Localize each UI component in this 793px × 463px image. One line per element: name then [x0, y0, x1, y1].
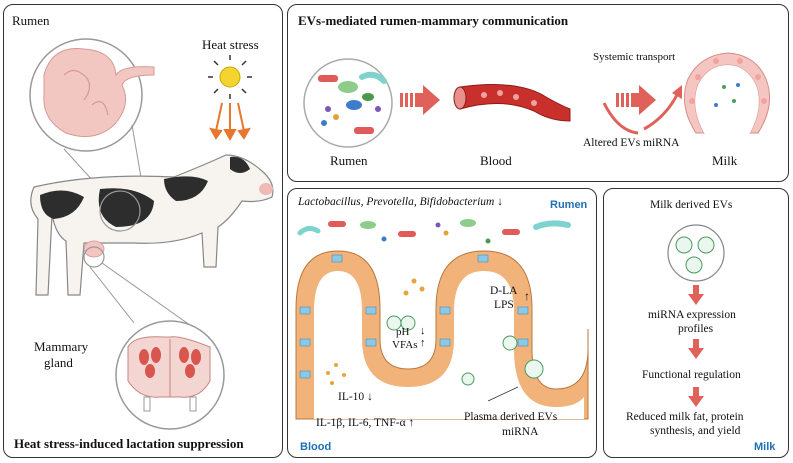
top-title: EVs-mediated rumen-mammary communication	[298, 13, 569, 28]
mammary-label-line2: gland	[44, 355, 73, 370]
dla-lps-arrow: ↑	[524, 289, 530, 303]
mammary-gland-icon	[127, 336, 211, 412]
left-caption: Heat stress-induced lactation suppressio…	[14, 436, 244, 451]
top-blood-label: Blood	[480, 153, 512, 168]
gut-microbe-icons	[297, 219, 571, 244]
milk-alveolus-icon	[683, 52, 771, 134]
blood-vessel-icon	[453, 84, 571, 122]
top-panel: EVs-mediated rumen-mammary communication…	[287, 4, 789, 182]
step3-line1: Reduced milk fat, protein	[626, 411, 744, 423]
step1-line1: miRNA expression	[648, 309, 736, 321]
left-illustration	[29, 38, 274, 430]
dla-label: D-LA	[490, 285, 518, 297]
right-illustration	[667, 224, 725, 407]
arrow-blood-to-milk-icon	[616, 85, 656, 115]
step2-label: Functional regulation	[642, 369, 741, 381]
ph-label: pH	[396, 326, 410, 338]
cow-rumen-highlight	[99, 190, 141, 232]
cytokines-label: IL-1β, IL-6, TNF-α ↑	[316, 417, 415, 429]
altered-evs-label: Altered EVs miRNA	[583, 137, 680, 149]
systemic-transport-label: Systemic transport	[593, 51, 676, 63]
arrow-rumen-to-blood-icon	[400, 85, 440, 115]
plasma-line2: miRNA	[502, 426, 539, 438]
bacteria-label: Lactobacillus, Prevotella, Bifidobacteri…	[298, 196, 503, 208]
top-illustration	[303, 52, 771, 148]
lps-label: LPS	[494, 299, 514, 311]
cow-icon	[30, 154, 274, 296]
microbe-icons	[318, 71, 387, 134]
heat-stress-label: Heat stress	[202, 37, 259, 52]
bacteria-down-arrow: ↓	[497, 196, 503, 208]
bacteria-names: Lactobacillus, Prevotella, Bifidobacteri…	[298, 196, 495, 208]
blood-tag: Blood	[300, 441, 332, 453]
il10-label: IL-10 ↓	[338, 391, 373, 403]
vfa-label: VFAs	[392, 339, 418, 351]
milk-evs-label: Milk derived EVs	[650, 199, 733, 211]
gut-illustration	[295, 219, 589, 420]
top-milk-label: Milk	[712, 153, 738, 168]
top-rumen-label: Rumen	[330, 153, 368, 168]
step3-line2: synthesis, and yield	[650, 425, 741, 437]
cow-udder-highlight	[83, 246, 105, 268]
sun-icon	[208, 55, 252, 99]
right-panel: Milk derived EVs miRNA expression profil…	[603, 188, 789, 458]
step1-line2: profiles	[678, 323, 714, 335]
left-panel: Rumen Heat stress Mammary gland Heat str…	[3, 4, 283, 458]
mammary-label-line1: Mammary	[34, 339, 89, 354]
middle-panel: Lactobacillus, Prevotella, Bifidobacteri…	[287, 188, 597, 458]
rumen-tag: Rumen	[550, 199, 588, 211]
flow-arrows-icon	[688, 285, 704, 407]
heat-arrows-icon	[209, 102, 251, 142]
ph-vfa-arrows: ↓↑	[420, 325, 426, 349]
ev-icons	[386, 315, 544, 386]
rumen-label: Rumen	[12, 13, 50, 28]
milk-tag: Milk	[754, 441, 776, 453]
plasma-line1: Plasma derived EVs	[464, 411, 558, 423]
curved-arrow-icon	[602, 102, 639, 135]
